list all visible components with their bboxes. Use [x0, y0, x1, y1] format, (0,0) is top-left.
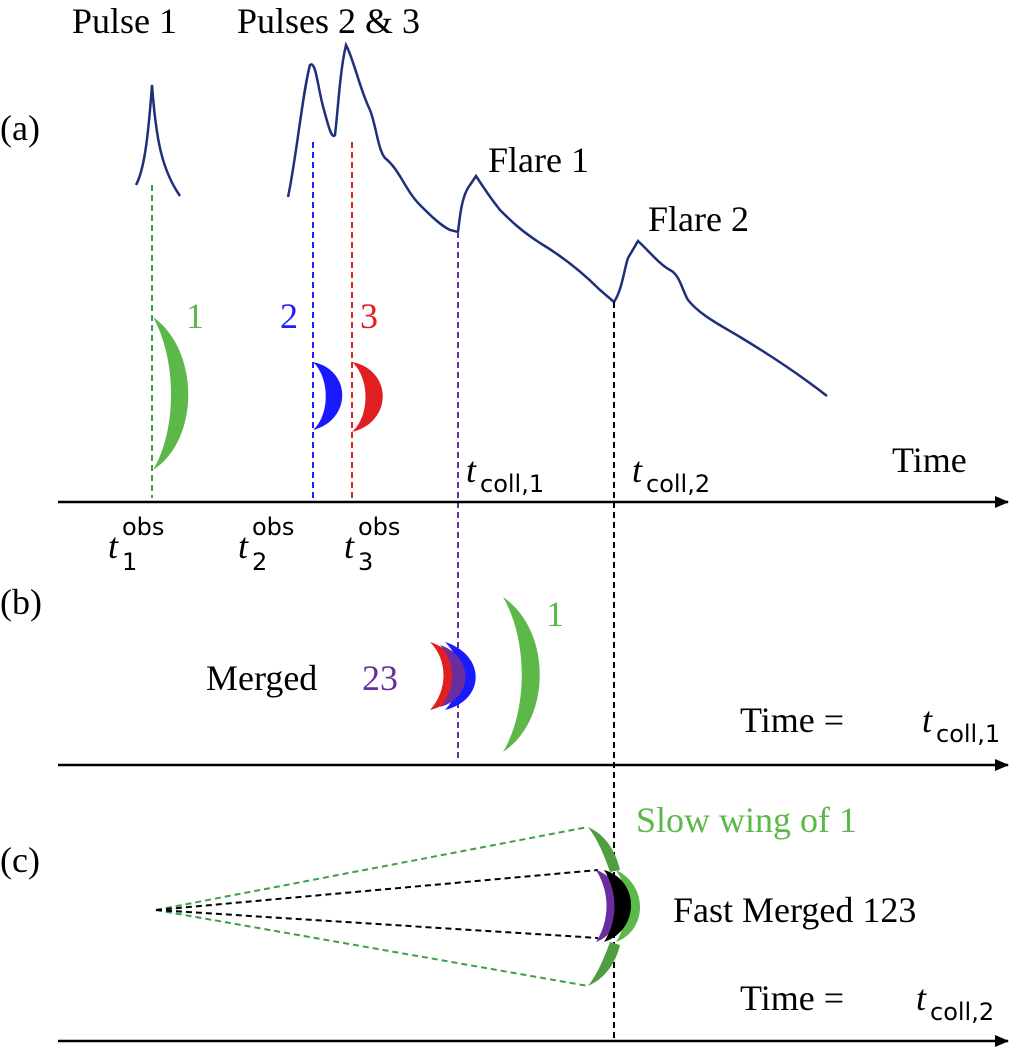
slow-wing-label: Slow wing of 1 [636, 800, 857, 840]
obs-superscript: obs [122, 513, 164, 541]
t-symbol: t [632, 450, 643, 490]
fast-merged-black [604, 870, 631, 942]
t-symbol: t [238, 526, 249, 566]
time-b-label: Time = t coll,1 [740, 700, 1000, 748]
shell-1-number: 1 [186, 296, 204, 336]
panel-c-label: (c) [0, 840, 40, 880]
obs-superscript: obs [358, 513, 400, 541]
cone-green-lower [155, 909, 589, 987]
merged-23-purple-shell [440, 645, 466, 707]
merged-number: 23 [362, 658, 398, 698]
t-symbol: t [466, 450, 477, 490]
t1-index: 1 [122, 548, 137, 576]
time-b-text: Time = [740, 700, 844, 740]
shell-1-b [503, 597, 540, 752]
t-symbol: t [108, 526, 119, 566]
time-c-text: Time = [740, 978, 844, 1018]
coll-2-subscript: coll,2 [930, 998, 994, 1026]
shell-2-number: 2 [280, 296, 298, 336]
t1-obs-label: t obs 1 [108, 513, 164, 576]
t-coll-1-label: t coll,1 [466, 450, 544, 498]
panel-a-label: (a) [0, 108, 40, 148]
flare-2-label: Flare 2 [648, 199, 749, 239]
shell-1 [153, 317, 189, 470]
time-axis-a-label: Time [892, 440, 967, 480]
cone-black-lower [155, 909, 599, 939]
shell-3 [352, 362, 383, 432]
slow-wing-lower [588, 942, 620, 986]
cone-green-upper [155, 826, 589, 911]
slow-wing-upper [588, 827, 620, 872]
t3-index: 3 [358, 548, 373, 576]
shell-3-number: 3 [360, 296, 378, 336]
coll-1-subscript: coll,1 [480, 470, 544, 498]
t-symbol: t [344, 526, 355, 566]
pulse-1-label: Pulse 1 [72, 1, 177, 41]
t-coll-2-label: t coll,2 [632, 450, 710, 498]
fast-merged-label: Fast Merged 123 [673, 890, 916, 930]
obs-superscript: obs [252, 513, 294, 541]
t2-obs-label: t obs 2 [238, 513, 294, 576]
pulses-2-3-label: Pulses 2 & 3 [237, 1, 420, 41]
time-c-label: Time = t coll,2 [740, 978, 994, 1026]
coll-2-subscript: coll,2 [646, 470, 710, 498]
t3-obs-label: t obs 3 [344, 513, 400, 576]
merged-word: Merged [206, 658, 317, 698]
merged-23-label: Merged 23 [206, 658, 398, 698]
t2-index: 2 [252, 548, 267, 576]
shell-1-b-number: 1 [546, 594, 564, 634]
pulse-1-curve [134, 84, 182, 197]
panel-b-label: (b) [0, 582, 42, 622]
cone-black-upper [155, 869, 599, 911]
main-light-curve [286, 41, 828, 397]
t-symbol: t [916, 978, 927, 1018]
flare-1-label: Flare 1 [488, 140, 589, 180]
coll-1-subscript: coll,1 [936, 720, 1000, 748]
shell-2 [313, 362, 343, 430]
t-symbol: t [922, 700, 933, 740]
